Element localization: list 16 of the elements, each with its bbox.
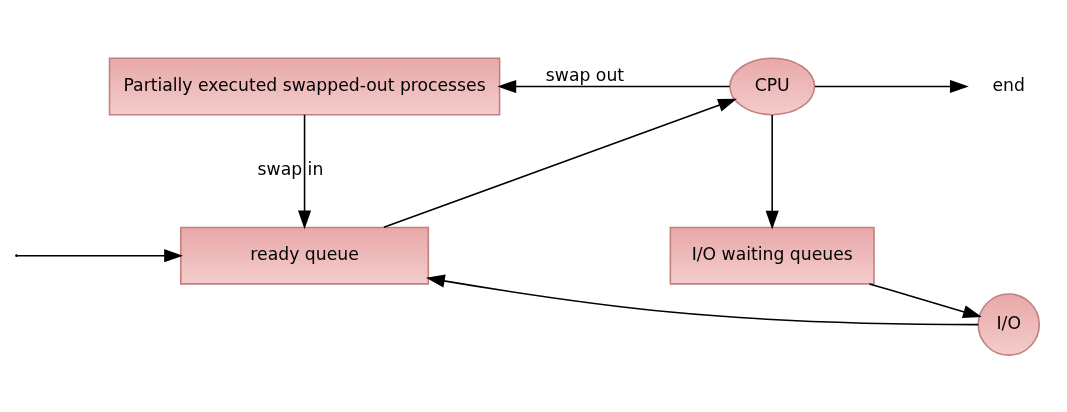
arrow [497, 79, 731, 93]
edge-label: swap out [545, 64, 625, 85]
node-box: ready queue [180, 226, 430, 285]
node-circle: I/O [977, 292, 1041, 356]
arrow [426, 273, 980, 325]
arrow [868, 282, 982, 318]
arrow [16, 248, 183, 262]
node-box: I/O waiting queues [669, 226, 875, 285]
node-box: Partially executed swapped-out processes [108, 57, 501, 115]
arrow [765, 113, 779, 230]
node-text: end [992, 74, 1025, 95]
arrow [383, 98, 737, 228]
node-ellipse: CPU [729, 57, 816, 115]
arrow [297, 113, 312, 229]
edge-label: swap in [257, 158, 324, 179]
arrow [814, 79, 969, 93]
